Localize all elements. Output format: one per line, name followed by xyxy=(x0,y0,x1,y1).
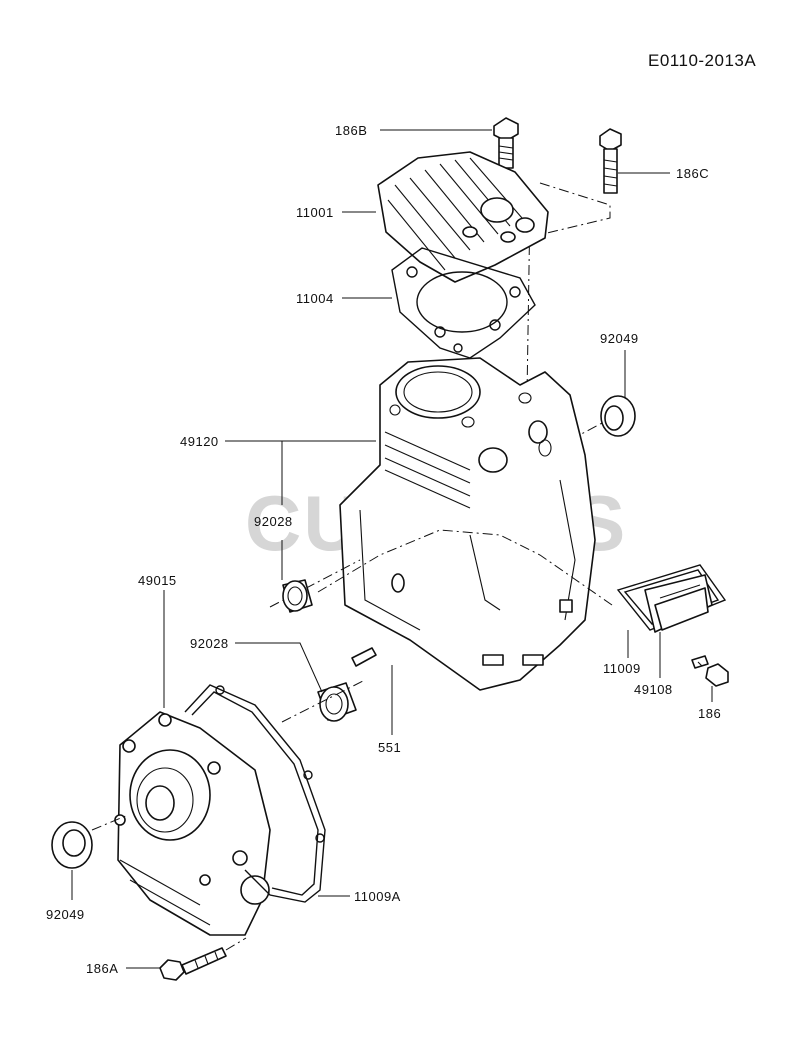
label-186: 186 xyxy=(698,706,721,721)
bolt-186b xyxy=(493,117,519,169)
dowel-pin xyxy=(351,647,377,667)
cover-gasket xyxy=(184,684,326,903)
label-186a: 186A xyxy=(86,961,118,976)
label-11004: 11004 xyxy=(296,291,334,306)
bolt-186a xyxy=(159,947,227,981)
label-92028-upper: 92028 xyxy=(254,514,293,529)
head-gasket xyxy=(391,247,536,359)
oil-seal-right xyxy=(600,395,636,437)
label-92049-left: 92049 xyxy=(46,907,85,922)
diagram-code: E0110-2013A xyxy=(648,51,756,70)
label-92028-lower: 92028 xyxy=(190,636,229,651)
label-551: 551 xyxy=(378,740,401,755)
bolt-186 xyxy=(691,655,729,687)
label-49120: 49120 xyxy=(180,434,219,449)
oil-seal-left xyxy=(51,821,93,869)
breather-cover xyxy=(644,574,713,633)
crankcase-cylinder xyxy=(339,357,596,691)
cylinder-head xyxy=(377,151,549,283)
bearing-lower xyxy=(317,682,357,722)
bolt-186c xyxy=(599,128,622,194)
breather-gasket xyxy=(616,564,727,631)
label-11009: 11009 xyxy=(603,661,641,676)
label-49015: 49015 xyxy=(138,573,177,588)
label-186b: 186B xyxy=(335,123,367,138)
bearing-upper xyxy=(282,579,313,613)
label-11001: 11001 xyxy=(296,205,334,220)
label-92049-right: 92049 xyxy=(600,331,639,346)
label-186c: 186C xyxy=(676,166,709,181)
crankcase-cover xyxy=(114,711,271,936)
label-49108: 49108 xyxy=(634,682,673,697)
label-11009a: 11009A xyxy=(354,889,401,904)
